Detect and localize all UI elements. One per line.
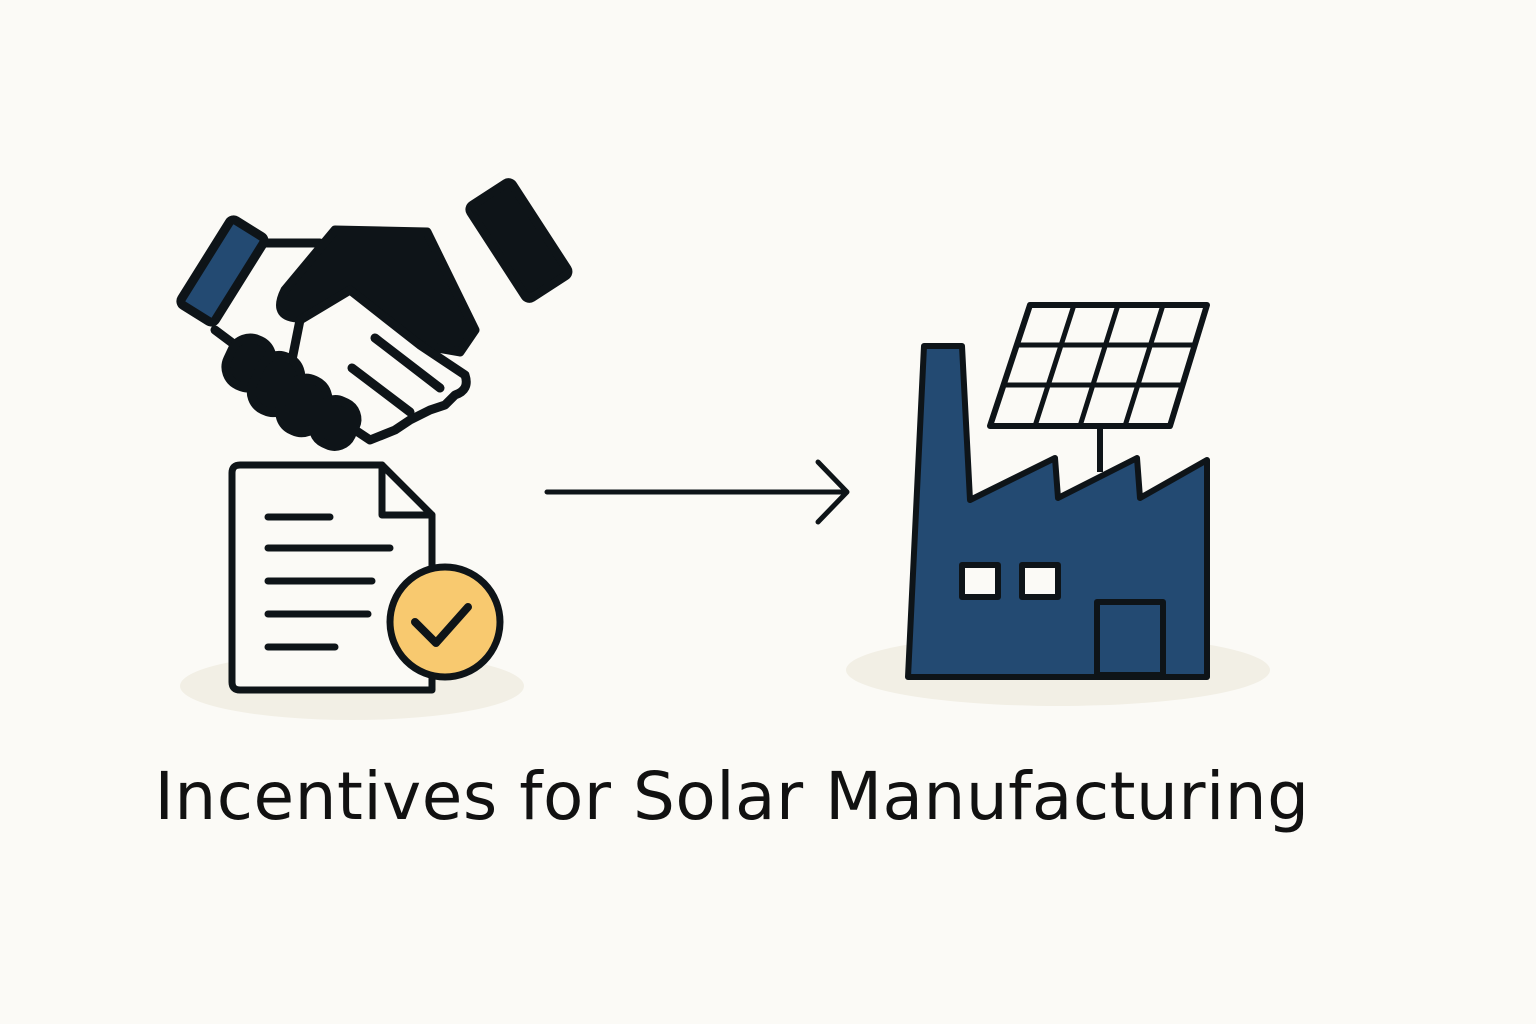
handshake-icon bbox=[176, 178, 573, 451]
arrow-right-icon bbox=[544, 459, 850, 525]
solar-factory-icon bbox=[905, 302, 1210, 680]
window bbox=[1019, 562, 1061, 600]
door bbox=[1094, 599, 1166, 678]
page-title: Incentives for Solar Manufacturing bbox=[154, 758, 1310, 835]
text-line bbox=[264, 513, 394, 651]
check-icon bbox=[411, 603, 472, 647]
check-badge bbox=[386, 563, 504, 681]
window bbox=[959, 562, 1001, 600]
approved-document-icon bbox=[228, 461, 504, 694]
